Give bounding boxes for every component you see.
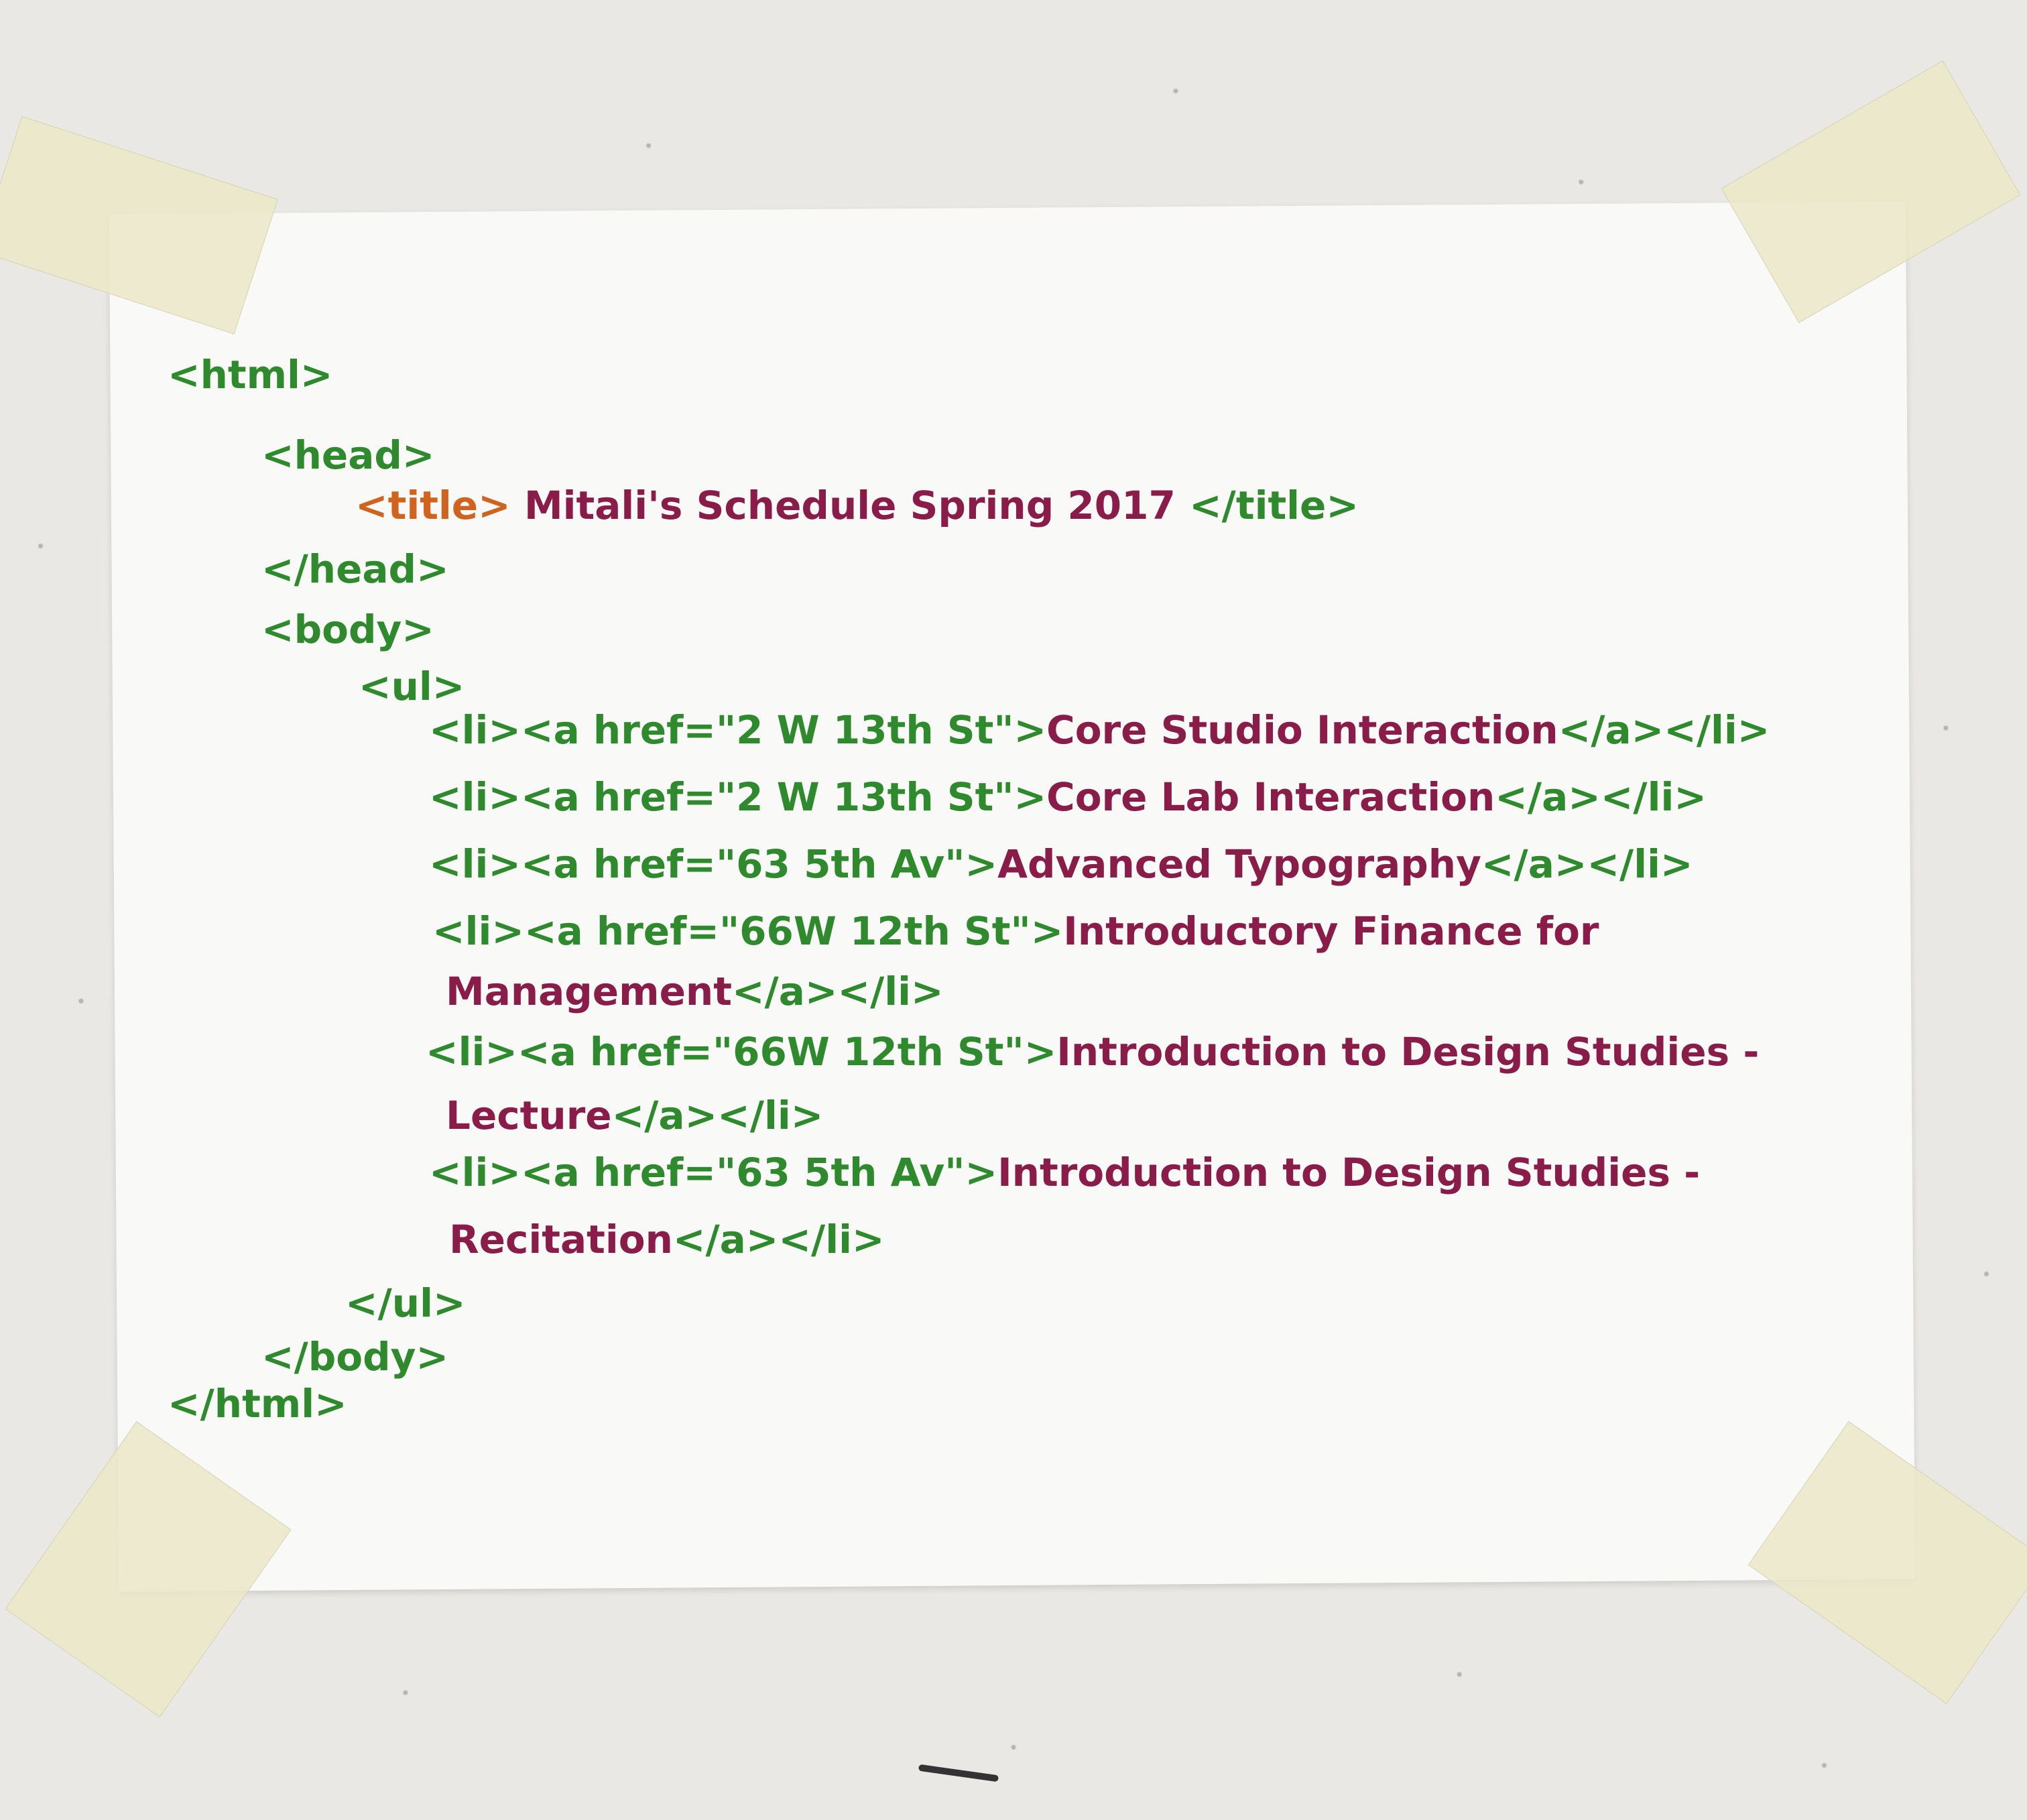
head-open-line: <head> — [261, 436, 434, 475]
html-open-line: <html> — [168, 355, 333, 394]
list-item: <li><a href="2 W 13th St">Core Lab Inter… — [429, 778, 1707, 816]
html-close-tag: </html> — [168, 1381, 347, 1427]
list-item-continuation: Management</a></li> — [446, 972, 944, 1011]
list-item-text: Introduction to Design Studies - — [997, 1150, 1701, 1195]
anchor-open-tag[interactable]: <a href="2 W 13th St"> — [520, 774, 1047, 820]
li-close-tag: </li> — [837, 969, 944, 1014]
anchor-open-tag[interactable]: <a href="2 W 13th St"> — [520, 707, 1047, 753]
ul-close-tag: </ul> — [345, 1280, 466, 1326]
li-open-tag: <li> — [429, 707, 521, 753]
body-close-tag: </body> — [261, 1334, 449, 1380]
anchor-close-tag: </a> — [672, 1217, 779, 1262]
li-close-tag: </li> — [1664, 707, 1770, 753]
list-item-text: Core Lab Interaction — [1046, 774, 1495, 820]
list-item-text: Introduction to Design Studies - — [1056, 1029, 1760, 1075]
list-item-text: Recitation — [449, 1217, 673, 1262]
li-close-tag: </li> — [778, 1217, 885, 1262]
anchor-close-tag: </a> — [731, 969, 838, 1014]
title-text: Mitali's Schedule Spring 2017 — [524, 483, 1176, 528]
head-close-tag: </head> — [261, 546, 449, 592]
list-item: <li><a href="66W 12th St">Introduction t… — [426, 1032, 1759, 1071]
anchor-open-tag[interactable]: <a href="63 5th Av"> — [520, 1150, 998, 1195]
list-item: <li><a href="66W 12th St">Introductory F… — [432, 912, 1599, 951]
ul-open-line: <ul> — [359, 667, 465, 706]
list-item-text: Core Studio Interaction — [1046, 707, 1558, 753]
anchor-close-tag: </a> — [611, 1093, 718, 1138]
html-close-line: </html> — [168, 1384, 347, 1423]
list-item: <li><a href="63 5th Av">Introduction to … — [429, 1153, 1700, 1192]
anchor-open-tag[interactable]: <a href="66W 12th St"> — [517, 1029, 1057, 1075]
title-close-tag: </title> — [1189, 483, 1359, 528]
li-open-tag: <li> — [429, 841, 521, 887]
anchor-open-tag[interactable]: <a href="63 5th Av"> — [520, 841, 998, 887]
anchor-open-tag[interactable]: <a href="66W 12th St"> — [524, 908, 1064, 954]
list-item: <li><a href="2 W 13th St">Core Studio In… — [429, 711, 1770, 749]
title-open-tag: <title> — [355, 483, 511, 528]
anchor-close-tag: </a> — [1495, 774, 1601, 820]
anchor-close-tag: </a> — [1481, 841, 1587, 887]
head-close-line: </head> — [261, 550, 449, 589]
pen-mark — [918, 1764, 999, 1782]
li-open-tag: <li> — [429, 774, 521, 820]
list-item-text: Advanced Typography — [997, 841, 1481, 887]
ul-close-line: </ul> — [345, 1284, 466, 1323]
li-open-tag: <li> — [429, 1150, 521, 1195]
list-item: <li><a href="63 5th Av">Advanced Typogra… — [429, 845, 1693, 884]
list-item-continuation: Lecture</a></li> — [446, 1096, 823, 1135]
list-item-text: Lecture — [446, 1093, 612, 1138]
html-open-tag: <html> — [168, 352, 333, 398]
li-close-tag: </li> — [1587, 841, 1693, 887]
list-item-continuation: Recitation</a></li> — [449, 1220, 885, 1259]
body-open-line: <body> — [261, 610, 434, 649]
li-open-tag: <li> — [432, 908, 524, 954]
ul-open-tag: <ul> — [359, 664, 465, 709]
li-open-tag: <li> — [426, 1029, 517, 1075]
body-close-line: </body> — [261, 1337, 448, 1376]
li-close-tag: </li> — [717, 1093, 824, 1138]
body-open-tag: <body> — [261, 607, 434, 652]
paper-sheet — [109, 201, 1916, 1592]
list-item-text: Management — [446, 969, 732, 1014]
anchor-close-tag: </a> — [1558, 707, 1664, 753]
list-item-text: Introductory Finance for — [1063, 908, 1599, 954]
title-line: <title> Mitali's Schedule Spring 2017 </… — [355, 486, 1359, 525]
masking-tape-top-left — [0, 116, 278, 335]
li-close-tag: </li> — [1600, 774, 1707, 820]
head-open-tag: <head> — [261, 432, 435, 478]
